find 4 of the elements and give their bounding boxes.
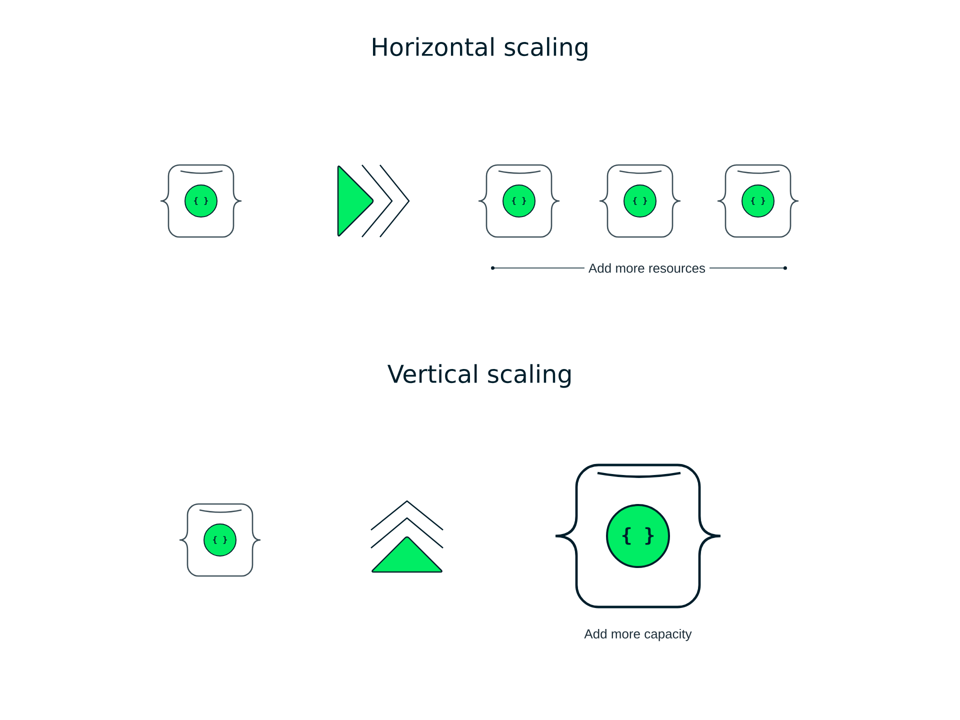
span-label: Add more resources: [584, 262, 710, 274]
caption-text: Add more capacity: [584, 628, 692, 642]
section-heading: Horizontal scaling: [373, 37, 588, 61]
section-heading: Vertical scaling: [387, 364, 571, 388]
